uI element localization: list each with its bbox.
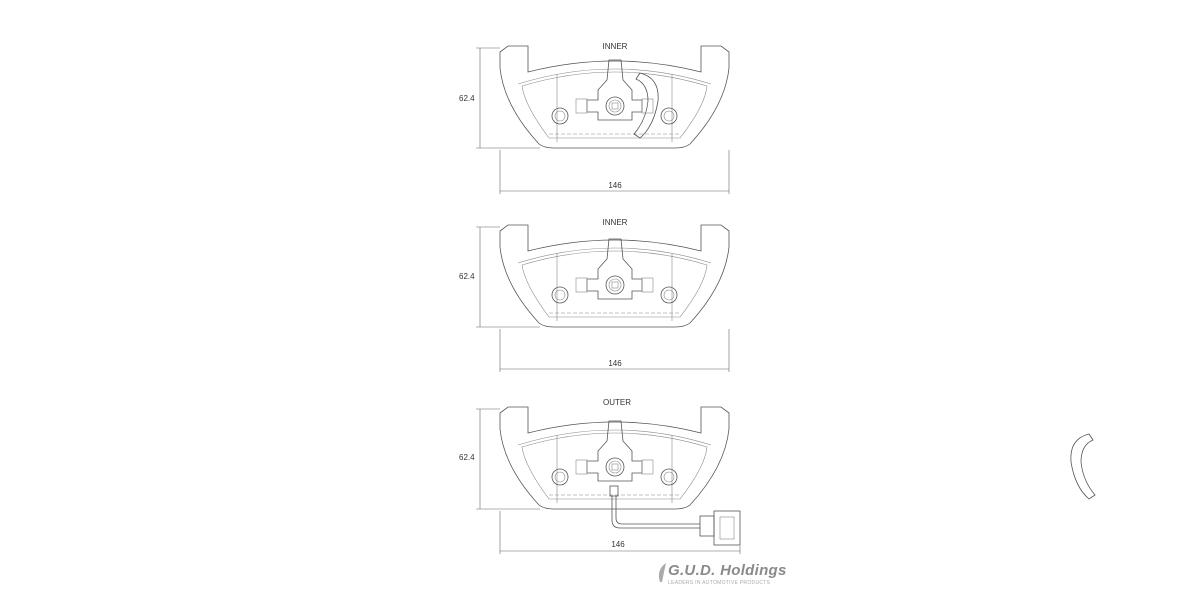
logo-name: G.U.D. Holdings <box>668 562 787 579</box>
pad-side-label: OUTER <box>603 398 631 407</box>
wear-indicator-icon <box>1070 433 1096 500</box>
pad-side-label: INNER <box>603 218 628 227</box>
height-dimension: 62.4 <box>459 453 475 462</box>
logo-tagline: LEADERS IN AUTOMOTIVE PRODUCTS <box>668 580 771 586</box>
height-dimension: 62.4 <box>459 94 475 103</box>
pad-drawing-2: INNER 62.4 146 <box>459 218 730 372</box>
width-dimension: 146 <box>611 540 625 549</box>
pad-side-label: INNER <box>603 42 628 51</box>
logo-leaf-icon <box>658 563 666 582</box>
logo: G.U.D. Holdings LEADERS IN AUTOMOTIVE PR… <box>652 562 787 586</box>
wear-indicator-icon <box>633 72 659 139</box>
width-dimension: 146 <box>608 181 622 190</box>
pad-drawing-1: INNER 62.4 146 <box>459 42 730 194</box>
pad-drawing-3: OUTER 62.4 146 <box>459 398 1096 554</box>
height-dimension: 62.4 <box>459 272 475 281</box>
width-dimension: 146 <box>608 359 622 368</box>
wear-sensor-wire <box>609 485 741 546</box>
